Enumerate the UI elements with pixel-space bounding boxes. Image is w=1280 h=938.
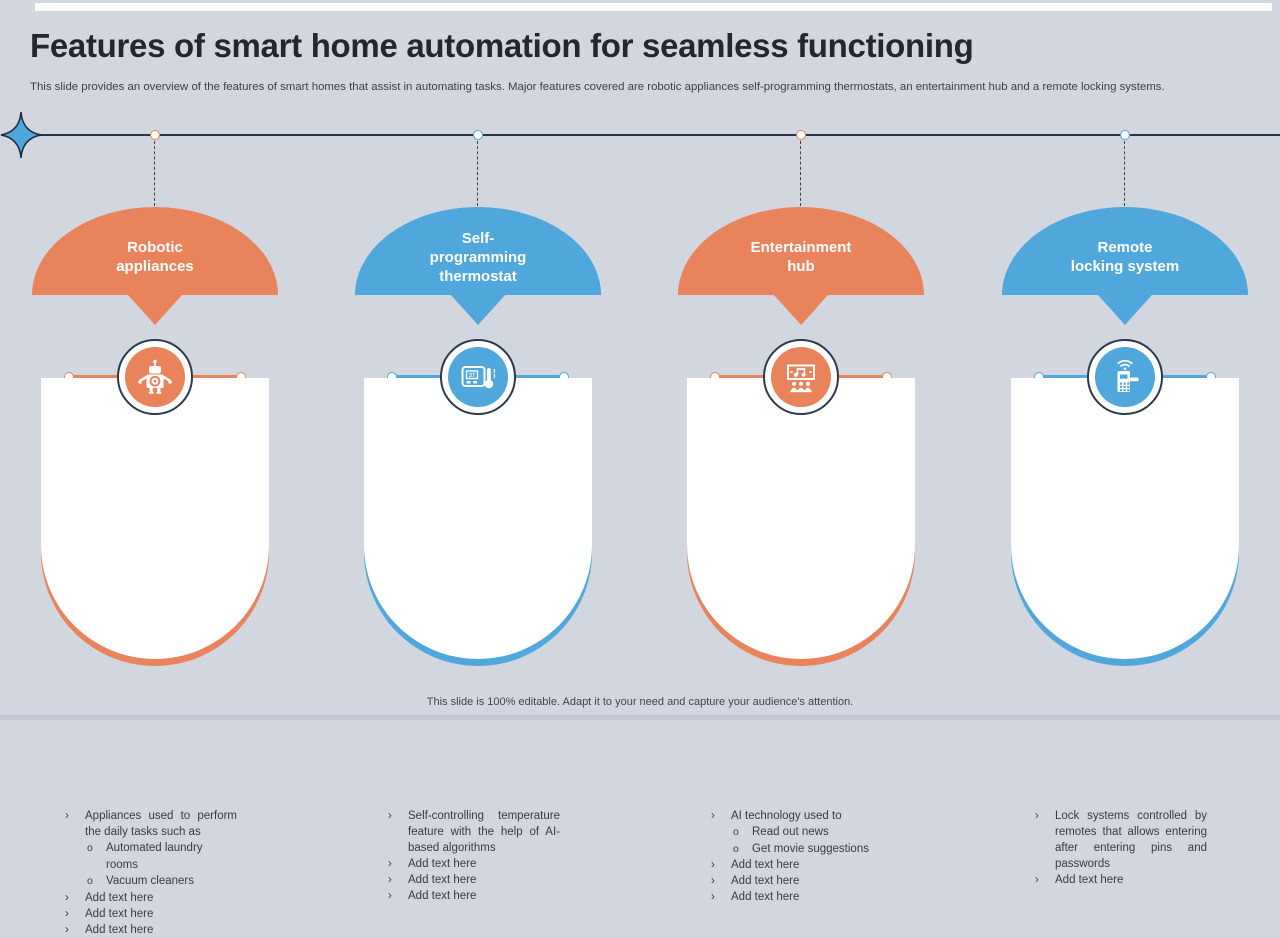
list-item: › Add text here <box>65 906 261 922</box>
list-item-text: Get movie suggestions <box>752 842 869 855</box>
list-item: › Add text here <box>711 873 907 889</box>
feature-title: Remote locking system <box>1070 239 1180 275</box>
placeholder-text[interactable]: Add text here <box>408 858 477 870</box>
list-item-text: AI technology used to <box>731 810 842 822</box>
bullet-chevron: › <box>65 923 69 936</box>
bullet-chevron: › <box>711 875 715 887</box>
feature-column-robotic-appliances: Robotic appliances › Appliances used to … <box>32 0 278 936</box>
feature-card: › Appliances used to perform the daily t… <box>41 378 269 936</box>
bullet-circle: o <box>733 842 739 855</box>
bullet-chevron: › <box>388 874 392 886</box>
feature-list: › AI technology used to o Read out news … <box>711 808 907 905</box>
timeline-connector <box>800 141 801 206</box>
list-item: › Add text here <box>65 922 261 938</box>
bullet-chevron: › <box>65 907 69 920</box>
bullet-circle: o <box>87 842 93 854</box>
list-item: › Add text here <box>711 889 907 905</box>
icon-badge <box>117 339 193 415</box>
list-item: › Add text here <box>1035 872 1231 888</box>
bullet-chevron: › <box>65 891 69 904</box>
slide-title: Features of smart home automation for se… <box>30 27 974 64</box>
top-accent-strip <box>35 3 1272 11</box>
dome-pointer <box>1098 295 1152 325</box>
placeholder-text[interactable]: Add text here <box>1055 874 1124 886</box>
list-subitem: o Get movie suggestions <box>733 841 907 858</box>
list-item: › Add text here <box>388 888 584 904</box>
list-subitem: o Vacuum cleaners <box>87 873 261 890</box>
list-subitem: o Read out news <box>733 824 907 841</box>
entertainment-hub-icon <box>787 364 815 393</box>
list-item: › Add text here <box>711 857 907 873</box>
list-item: › Lock systems controlled by remotes tha… <box>1035 808 1231 872</box>
feature-title: Self- programming thermostat <box>429 229 527 285</box>
bullet-chevron: › <box>388 810 392 822</box>
placeholder-text[interactable]: Add text here <box>408 890 477 902</box>
feature-list: › Lock systems controlled by remotes tha… <box>1035 808 1231 888</box>
feature-card: › AI technology used to o Read out news … <box>687 378 915 903</box>
list-item-text: Lock systems controlled by remotes that … <box>1055 810 1207 870</box>
bullet-chevron: › <box>1035 874 1039 886</box>
thermostat-icon: 37 <box>461 366 496 389</box>
bullet-chevron: › <box>711 891 715 903</box>
icon-badge <box>763 339 839 415</box>
bottom-accent-strip <box>0 715 1280 720</box>
dome-pointer <box>774 295 828 325</box>
list-item: › Add text here <box>388 856 584 872</box>
list-subitem: o Automated laundry rooms <box>87 840 261 873</box>
bullet-circle: o <box>733 826 739 838</box>
feature-title: Entertainment hub <box>750 239 852 275</box>
timeline-node <box>150 130 160 140</box>
placeholder-text[interactable]: Add text here <box>85 923 154 936</box>
bullet-chevron: › <box>388 890 392 902</box>
slide-subtitle: This slide provides an overview of the f… <box>30 81 1165 93</box>
list-item-text: Read out news <box>752 826 829 838</box>
list-item-text: Automated laundry rooms <box>106 842 203 871</box>
dome-pointer <box>128 295 182 325</box>
list-item-text: Appliances used to perform the daily tas… <box>85 810 237 838</box>
bullet-chevron: › <box>388 858 392 870</box>
feature-column-self-programming-thermostat: Self- programming thermostat › Self-cont… <box>355 0 601 902</box>
timeline <box>10 134 1280 136</box>
bullet-chevron: › <box>711 859 715 871</box>
timeline-node <box>473 130 483 140</box>
placeholder-text[interactable]: Add text here <box>731 891 800 903</box>
dome-pointer <box>451 295 505 325</box>
bullet-chevron: › <box>65 810 69 822</box>
feature-column-remote-locking-system: Remote locking system › Lock systems con… <box>1002 0 1248 886</box>
placeholder-text[interactable]: Add text here <box>408 874 477 886</box>
feature-list: › Appliances used to perform the daily t… <box>65 808 261 938</box>
timeline-connector <box>154 141 155 206</box>
bullet-circle: o <box>87 875 93 887</box>
placeholder-text[interactable]: Add text here <box>731 875 800 887</box>
icon-badge <box>1087 339 1163 415</box>
list-item: › Add text here <box>65 890 261 906</box>
list-item-text: Self-controlling temperature feature wit… <box>408 810 560 854</box>
feature-card: › Self-controlling temperature feature w… <box>364 378 592 902</box>
feature-list: › Self-controlling temperature feature w… <box>388 808 584 904</box>
timeline-connector <box>477 141 478 206</box>
placeholder-text[interactable]: Add text here <box>85 907 154 920</box>
timeline-node <box>796 130 806 140</box>
feature-column-entertainment-hub: Entertainment hub › AI technology used t… <box>678 0 924 903</box>
svg-text:37: 37 <box>469 373 475 379</box>
feature-title: Robotic appliances <box>116 239 194 275</box>
icon-badge: 37 <box>440 339 516 415</box>
list-item: › Appliances used to perform the daily t… <box>65 808 261 840</box>
list-item: › Add text here <box>388 872 584 888</box>
list-item: › AI technology used to <box>711 808 907 824</box>
timeline-node <box>1120 130 1130 140</box>
placeholder-text[interactable]: Add text here <box>731 859 800 871</box>
feature-card: › Lock systems controlled by remotes tha… <box>1011 378 1239 886</box>
list-item-text: Vacuum cleaners <box>106 875 194 887</box>
editable-note: This slide is 100% editable. Adapt it to… <box>426 696 854 708</box>
placeholder-text[interactable]: Add text here <box>85 891 154 904</box>
bullet-chevron: › <box>711 810 715 822</box>
four-point-star-icon <box>0 111 42 159</box>
smart-lock-icon <box>1117 359 1139 392</box>
timeline-connector <box>1124 141 1125 206</box>
list-item: › Self-controlling temperature feature w… <box>388 808 584 856</box>
bullet-chevron: › <box>1035 810 1039 822</box>
robot-icon <box>138 359 172 394</box>
